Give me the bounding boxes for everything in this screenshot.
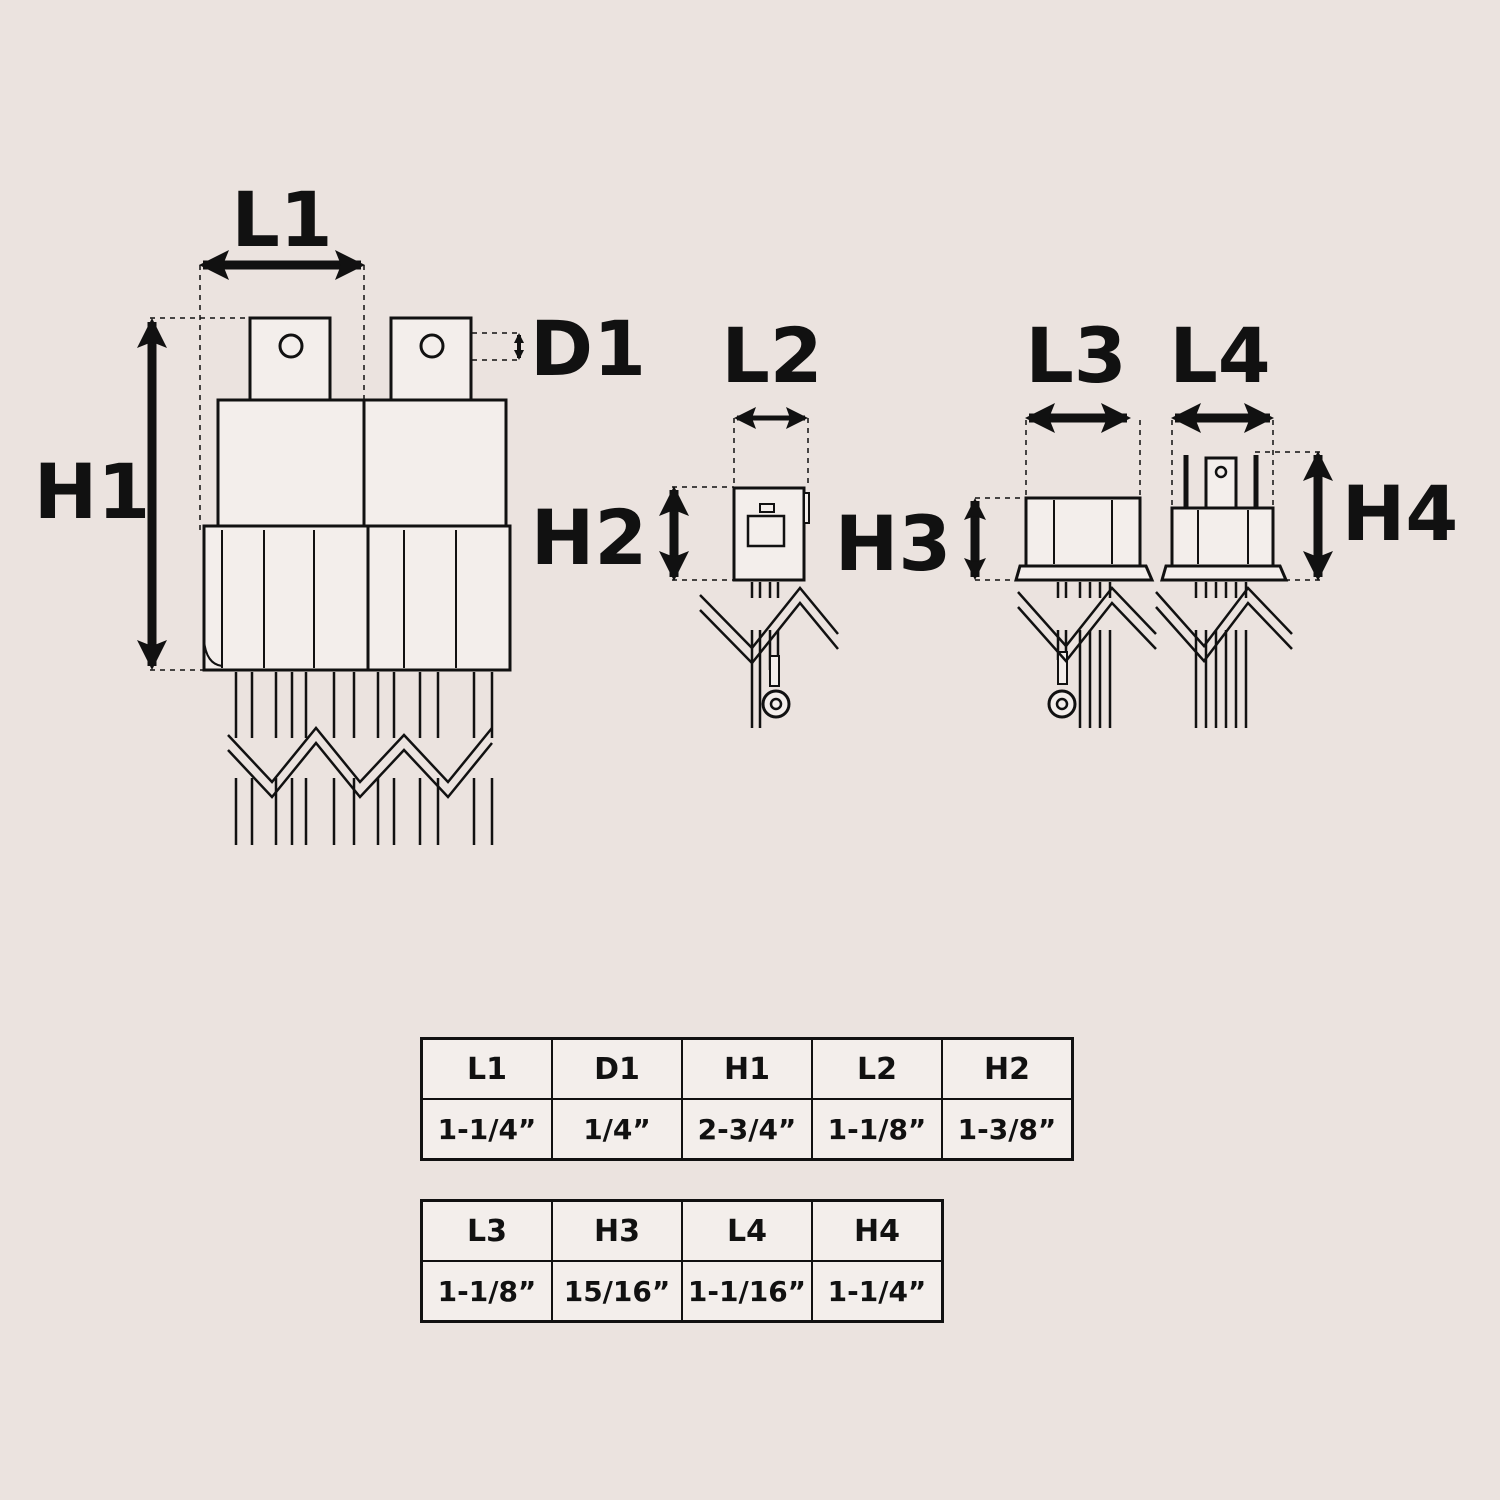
table-value-row: 1-1/8” 15/16” 1-1/16” 1-1/4” <box>420 1260 944 1323</box>
label-h3: H3 <box>835 499 952 588</box>
value-d1: 1/4” <box>551 1098 683 1161</box>
header-h1: H1 <box>681 1037 813 1100</box>
value-h3: 15/16” <box>551 1260 683 1323</box>
dimension-diagram: L1 H1 D1 L2 H2 <box>34 175 1459 845</box>
table-header-row: L1 D1 H1 L2 H2 <box>420 1037 1074 1100</box>
relay-pair <box>150 265 520 845</box>
header-d1: D1 <box>551 1037 683 1100</box>
dimension-table-2: L3 H3 L4 H4 1-1/8” 15/16” 1-1/16” 1-1/4” <box>420 1199 944 1323</box>
header-l1: L1 <box>420 1037 553 1100</box>
label-l2: L2 <box>721 311 822 400</box>
value-l1: 1-1/4” <box>420 1098 553 1161</box>
value-l2: 1-1/8” <box>811 1098 943 1161</box>
label-l1: L1 <box>231 175 332 264</box>
label-d1: D1 <box>530 304 646 393</box>
value-h4: 1-1/4” <box>811 1260 944 1323</box>
value-l4: 1-1/16” <box>681 1260 813 1323</box>
table-header-row: L3 H3 L4 H4 <box>420 1199 944 1262</box>
header-l2: L2 <box>811 1037 943 1100</box>
table-value-row: 1-1/4” 1/4” 2-3/4” 1-1/8” 1-3/8” <box>420 1098 1074 1161</box>
header-h3: H3 <box>551 1199 683 1262</box>
label-h2: H2 <box>531 493 648 582</box>
header-l3: L3 <box>420 1199 553 1262</box>
value-h1: 2-3/4” <box>681 1098 813 1161</box>
header-h2: H2 <box>941 1037 1074 1100</box>
mini-fuse-holder <box>672 418 839 728</box>
label-h4: H4 <box>1342 469 1459 558</box>
value-l3: 1-1/8” <box>420 1260 553 1323</box>
label-h1: H1 <box>34 447 151 536</box>
dimension-table-1: L1 D1 H1 L2 H2 1-1/4” 1/4” 2-3/4” 1-1/8”… <box>420 1037 1074 1161</box>
label-l3: L3 <box>1025 311 1126 400</box>
atc-fuse-holder-with-fuse <box>1155 420 1320 728</box>
header-h4: H4 <box>811 1199 944 1262</box>
header-l4: L4 <box>681 1199 813 1262</box>
value-h2: 1-3/8” <box>941 1098 1074 1161</box>
label-l4: L4 <box>1169 311 1270 400</box>
atc-fuse-holder <box>975 420 1157 728</box>
